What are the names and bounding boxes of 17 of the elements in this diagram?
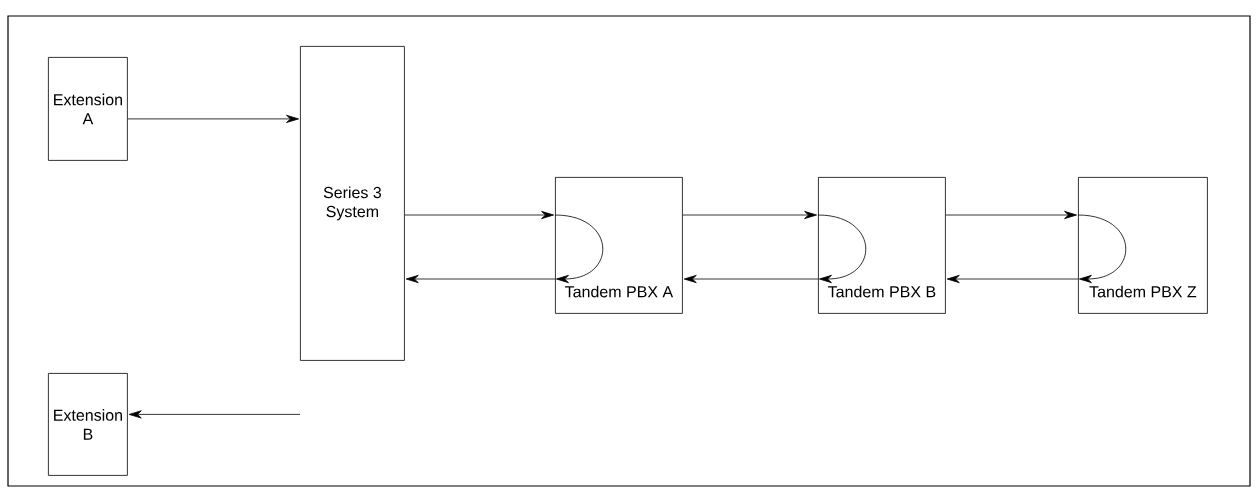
arrow	[817, 214, 867, 284]
arrow	[404, 210, 554, 220]
arrow	[683, 274, 819, 284]
box: Extension A	[48, 57, 128, 161]
box: Tandem PBX A	[555, 177, 683, 314]
arrow	[405, 274, 556, 284]
box: Tandem PBX Z	[1078, 177, 1208, 314]
arrow	[128, 410, 301, 419]
arrow	[946, 274, 1079, 284]
arrow	[127, 114, 299, 123]
arrow	[1077, 214, 1127, 284]
arrow	[554, 214, 604, 284]
arrow	[682, 210, 817, 220]
box: Series 3 System	[300, 46, 405, 361]
box: Extension B	[48, 373, 128, 476]
arrow	[945, 210, 1077, 220]
box: Tandem PBX B	[818, 177, 946, 314]
